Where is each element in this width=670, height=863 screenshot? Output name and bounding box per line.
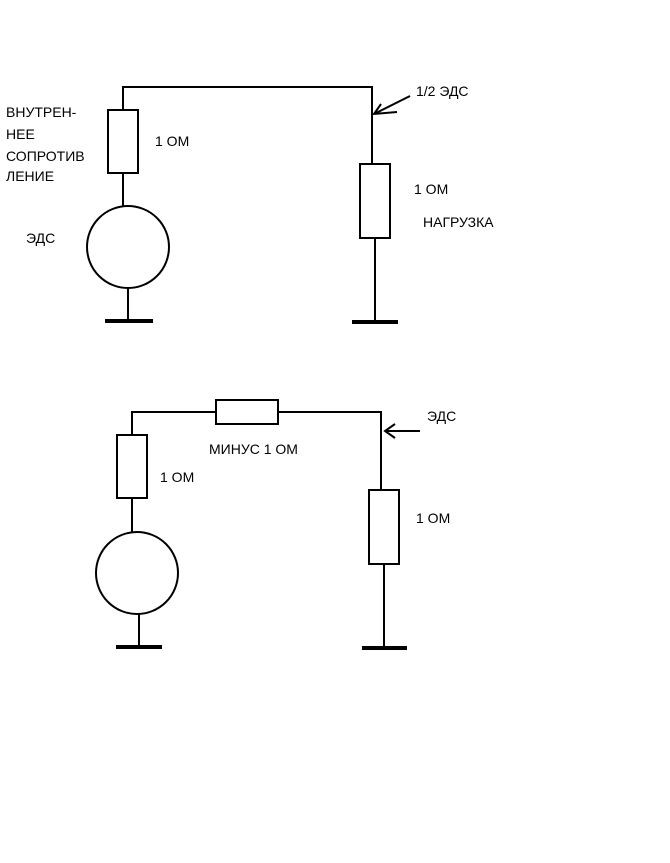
- internal-resistance-label-line4: ЛЕНИЕ: [6, 168, 54, 184]
- load-resistor: [359, 163, 391, 239]
- output-voltage-label: ЭДС: [427, 408, 456, 424]
- internal-resistance-label-line3: СОПРОТИВ: [6, 148, 85, 164]
- top-wire: [122, 86, 373, 164]
- load-label: НАГРУЗКА: [423, 214, 494, 230]
- output-arrow: [371, 95, 411, 116]
- internal-resistor: [116, 434, 148, 499]
- output-arrow: [383, 423, 420, 439]
- load-value: 1 ОМ: [416, 510, 450, 526]
- internal-resistor: [107, 109, 139, 174]
- emf-source: [86, 205, 170, 289]
- internal-resistance-label-line2: НЕЕ: [6, 126, 35, 142]
- series-resistor: [215, 399, 279, 425]
- top-wire-left: [131, 411, 216, 435]
- top-wire-right: [278, 411, 382, 490]
- circuit-2: 1 ОМ МИНУС 1 ОМ 1 ОМ ЭДС: [95, 399, 456, 650]
- circuit-1: ВНУТРЕН- НЕЕ СОПРОТИВ ЛЕНИЕ 1 ОМ ЭДС 1 О…: [6, 83, 494, 324]
- emf-source: [95, 531, 179, 615]
- internal-resistance-value: 1 ОМ: [155, 133, 189, 149]
- internal-resistance-label-line1: ВНУТРЕН-: [6, 104, 77, 120]
- internal-resistance-value: 1 ОМ: [160, 469, 194, 485]
- output-voltage-label: 1/2 ЭДС: [416, 83, 469, 99]
- emf-source-label: ЭДС: [26, 230, 55, 246]
- load-value: 1 ОМ: [414, 181, 448, 197]
- load-resistor: [368, 489, 400, 565]
- series-resistor-label: МИНУС 1 ОМ: [209, 441, 298, 457]
